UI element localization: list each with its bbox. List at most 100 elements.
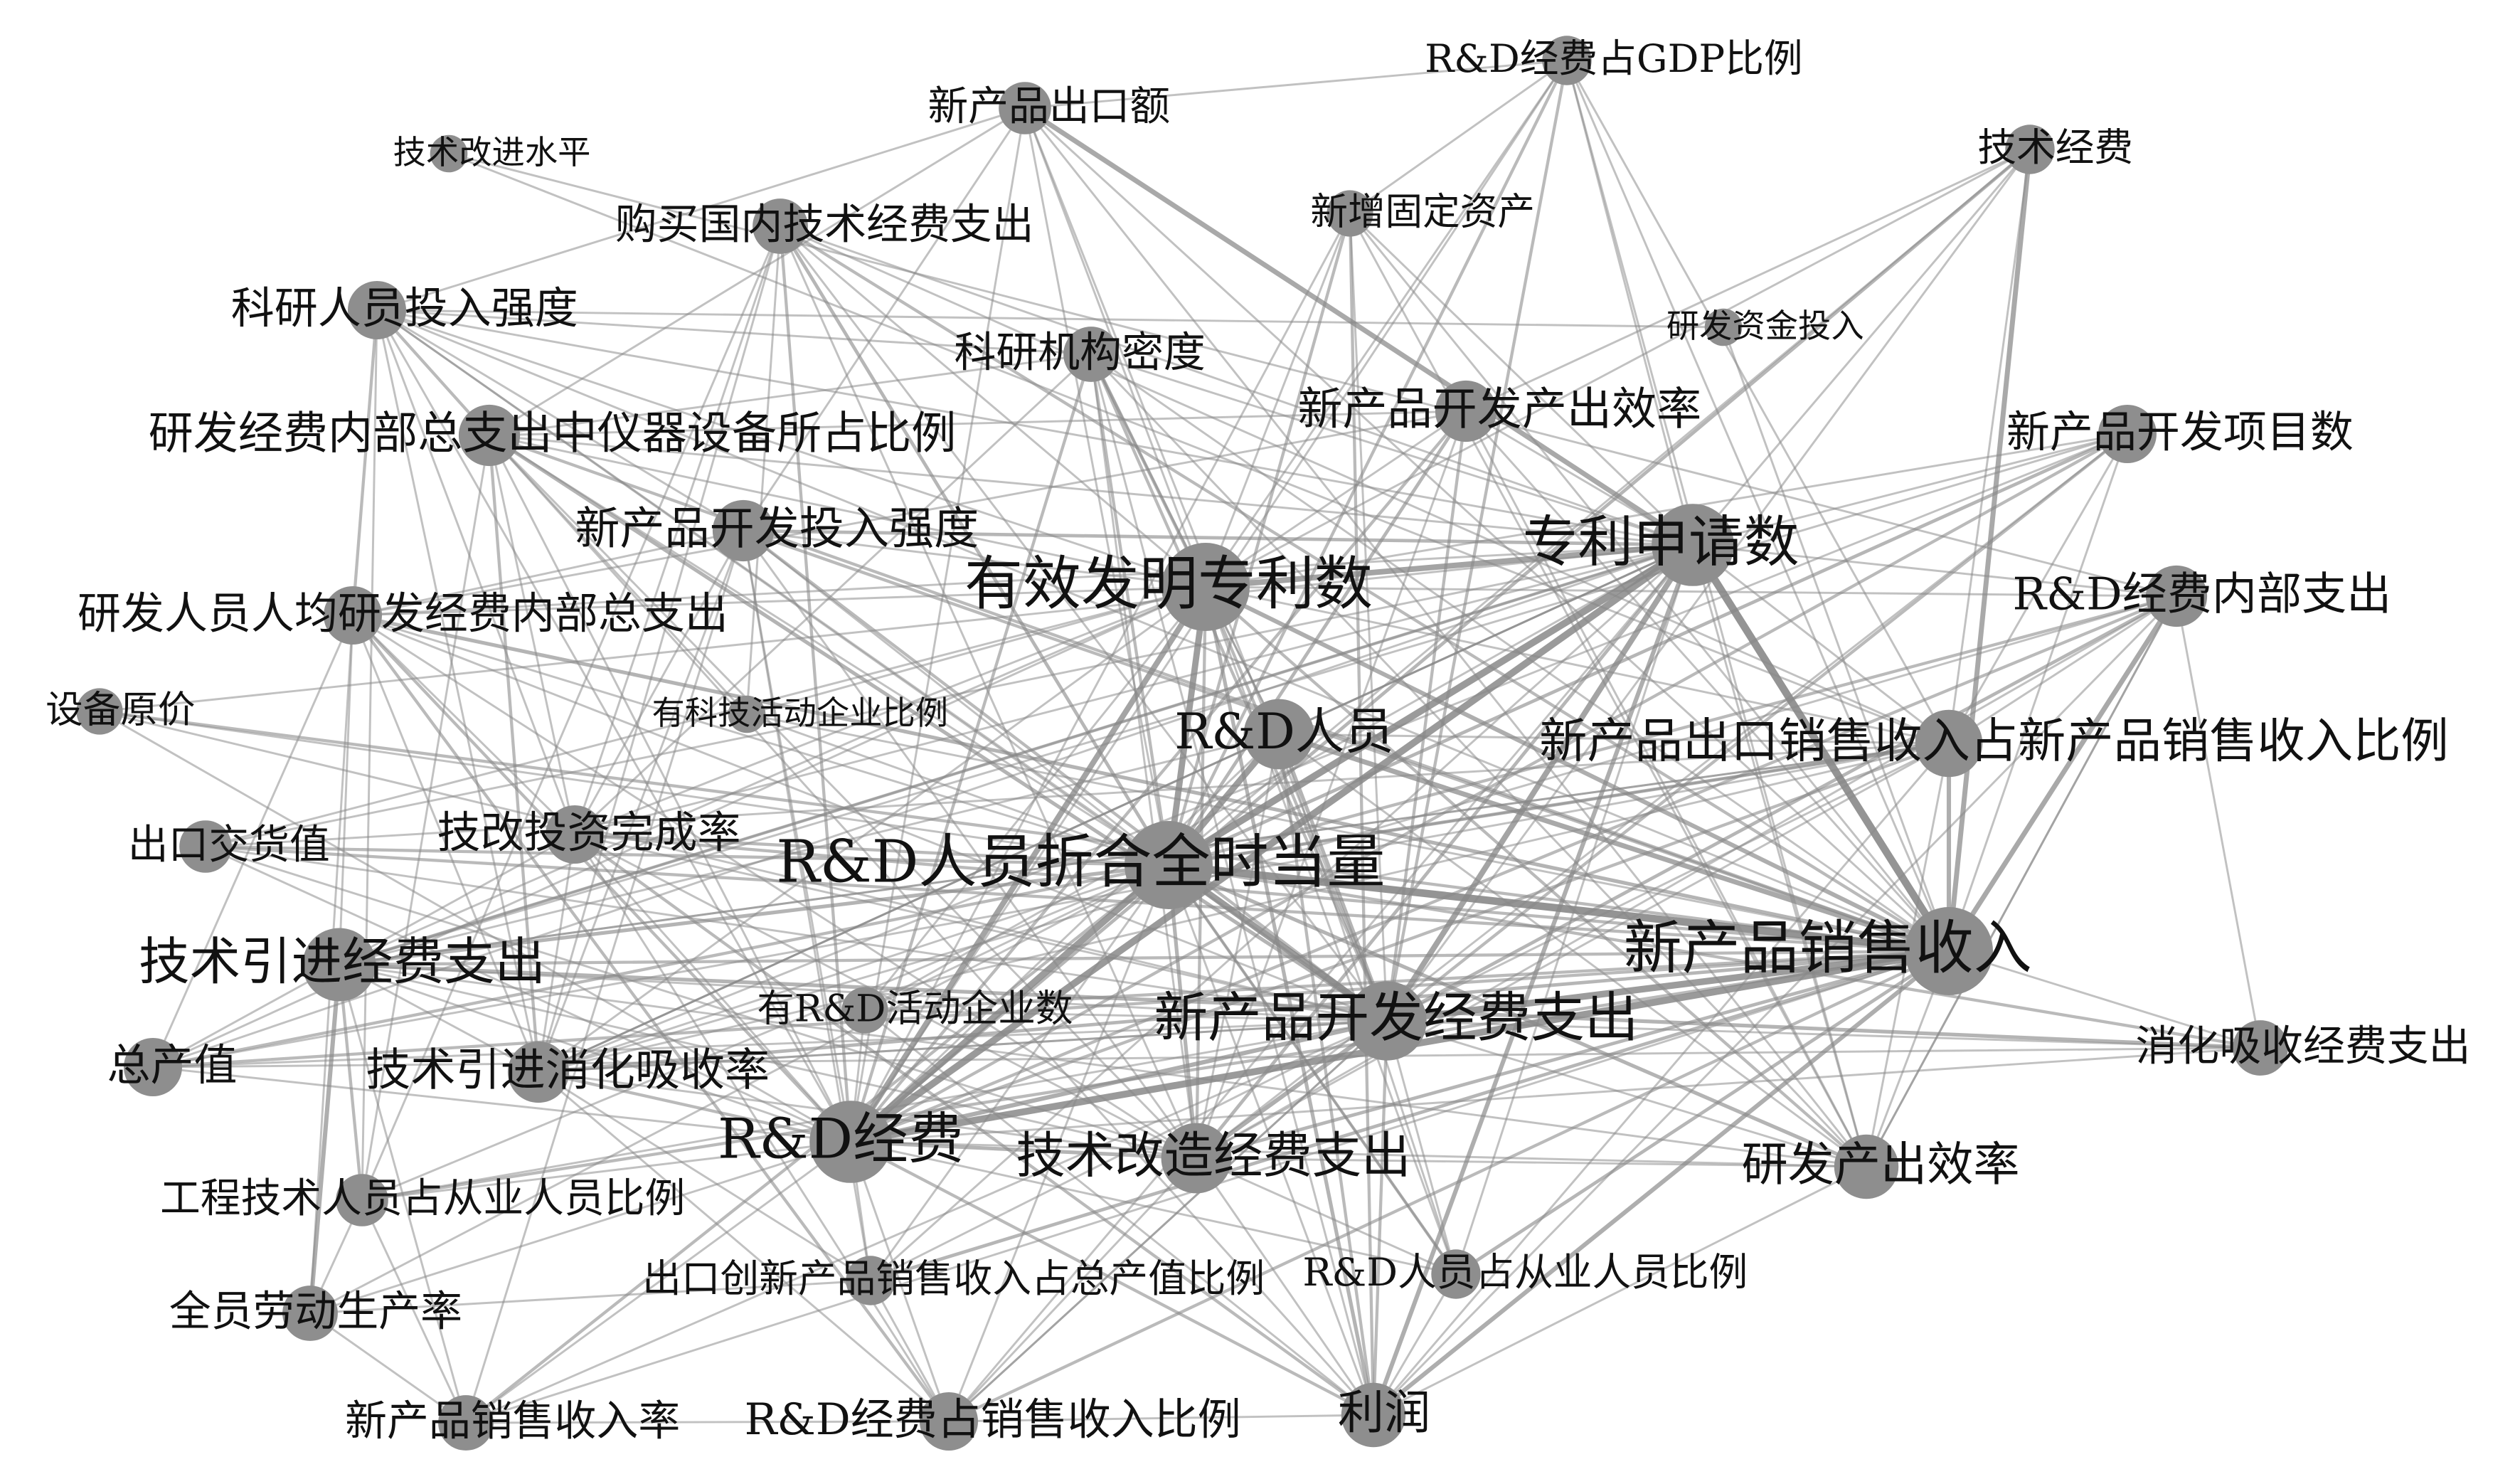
node-n14: 新产品开发投入强度: [575, 499, 979, 562]
edge-n13-n21: [1691, 544, 1950, 745]
node-n8: 科研人员投入强度: [231, 281, 578, 339]
edge-n19-n15: [745, 585, 1207, 716]
node-dot: [302, 928, 376, 1002]
node-dot: [920, 1392, 978, 1451]
edge-n10-n12: [488, 410, 1467, 437]
edge-n22-n21: [204, 742, 1950, 848]
node-label: 专利申请数: [1523, 511, 1799, 575]
edge-n1-n2: [1024, 59, 1568, 110]
node-label: 新产品开发经费支出: [1154, 986, 1638, 1049]
node-dot: [76, 688, 123, 735]
edge-n24-n21: [1167, 742, 1950, 866]
edge-n6-n34: [1349, 212, 1868, 1168]
edge-n40-n25: [947, 949, 1951, 1424]
node-label: 新增固定资产: [1310, 191, 1535, 234]
edge-n6-n28: [1349, 212, 1388, 1022]
edge-n40-n41: [947, 1414, 1375, 1423]
node-label: R&D人员: [1174, 704, 1393, 760]
node-dot: [999, 82, 1051, 134]
edge-n26-n35: [337, 963, 364, 1202]
edge-n13-n24: [1165, 541, 1696, 869]
edge-n14-n39: [464, 529, 745, 1424]
node-n30: 技术引进消化吸收率: [366, 1041, 770, 1103]
edge-n4-n32: [849, 147, 2032, 1144]
edge-n14-n15: [742, 529, 1207, 588]
node-label: R&D经费: [718, 1108, 964, 1172]
node-n1: R&D经费占GDP比例: [1425, 36, 1803, 85]
edge-n26-n34: [338, 963, 1868, 1168]
node-dot: [458, 404, 521, 467]
edge-n24-n41: [1167, 864, 1375, 1416]
node-label: 研发资金投入: [1666, 307, 1864, 345]
edge-n8-n25: [376, 309, 1950, 953]
node-label: 研发人员人均研发经费内部总支出: [78, 588, 728, 639]
node-label: 技术经费: [1977, 124, 2133, 170]
edge-n28-n34: [1386, 1019, 1868, 1168]
edge-n2-n34: [1024, 107, 1868, 1168]
node-n23: 技改投资完成率: [437, 805, 740, 864]
edge-n1-n34: [1565, 59, 1868, 1168]
edge-n9-n41: [1090, 353, 1375, 1416]
edge-n32-n36: [849, 1140, 1457, 1276]
node-label: 科研机构密度: [954, 328, 1205, 377]
node-label: 研发产出效率: [1741, 1138, 2019, 1192]
node-n25: 新产品销售收入: [1624, 907, 2032, 995]
node-dot: [2005, 124, 2055, 174]
edge-n33-n36: [1195, 1157, 1457, 1276]
edge-n27-n15: [863, 585, 1207, 1012]
edge-n27-n25: [863, 949, 1951, 1012]
node-n18: 设备原价: [46, 688, 196, 735]
edge-n9-n33: [1090, 353, 1198, 1160]
node-label: 新产品开发投入强度: [575, 502, 979, 555]
node-n39: 新产品销售收入率: [345, 1395, 680, 1451]
edge-n8-n23: [376, 309, 576, 836]
node-dot: [712, 499, 775, 562]
node-label: 技术改进水平: [393, 133, 591, 171]
node-label: 出口交货值: [128, 822, 330, 869]
edge-n27-n13: [863, 544, 1694, 1012]
edge-n15-n13: [1203, 542, 1696, 590]
edge-n21-n33: [1195, 742, 1950, 1160]
edge-n17-n33: [351, 614, 1198, 1160]
edge-n10-n17: [351, 410, 1467, 617]
edge-n5-n23: [573, 225, 782, 836]
edge-n15-n36: [1204, 585, 1457, 1276]
edge-n38-n39: [309, 1312, 467, 1424]
node-dot: [1704, 308, 1743, 346]
edge-n22-n13: [204, 544, 1694, 848]
edge-n23-n25: [573, 832, 1951, 953]
edge-n29-n13: [151, 544, 1694, 1069]
edge-n30-n13: [537, 544, 1694, 1074]
node-dot: [1915, 709, 1983, 778]
node-n34: 研发产出效率: [1741, 1134, 2020, 1199]
edge-n17-n26: [338, 614, 354, 966]
edge-n32-n35: [361, 1140, 852, 1202]
edge-n5-n21: [779, 225, 1950, 745]
node-label: 技术改造经费支出: [1016, 1128, 1410, 1184]
node-label: R&D人员折合全时当量: [776, 829, 1385, 896]
edge-n24-n40: [947, 864, 1170, 1423]
edge-n20-n33: [1195, 733, 1280, 1160]
node-label: R&D经费占销售收入比例: [745, 1394, 1241, 1445]
node-n21: 新产品出口销售收入占新产品销售收入比例: [1539, 709, 2449, 778]
edge-n16-n13: [1691, 544, 2178, 598]
edge-n14-n17: [351, 529, 745, 617]
node-n10: 新产品开发产出效率: [1297, 380, 1701, 442]
node-label: 研发经费内部总支出中仪器设备所占比例: [149, 407, 957, 460]
node-n31: 消化吸收经费支出: [2135, 1020, 2471, 1076]
node-n7: 研发资金投入: [1666, 307, 1864, 346]
edge-n8-n32: [376, 309, 852, 1143]
edge-n11-n15: [1204, 433, 2129, 588]
node-n17: 研发人员人均研发经费内部总支出: [78, 586, 728, 645]
node-label: 新产品出口额: [927, 83, 1170, 130]
node-n6: 新增固定资产: [1310, 190, 1535, 237]
edge-n8-n13: [376, 309, 1694, 546]
edge-n5-n33: [779, 225, 1198, 1160]
edge-n18-n24: [98, 710, 1170, 866]
node-label: 新产品销售收入率: [345, 1396, 680, 1446]
node-n20: R&D人员: [1174, 699, 1394, 770]
edge-n19-n25: [745, 713, 1950, 953]
edge-n23-n40: [573, 833, 950, 1423]
edge-n21-n28: [1386, 742, 1950, 1022]
edge-n24-n37: [869, 864, 1170, 1282]
